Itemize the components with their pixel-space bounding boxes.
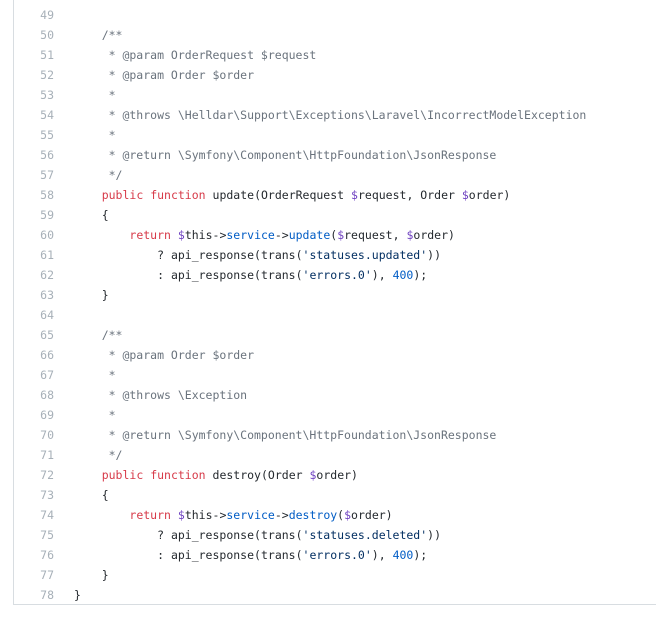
line-code: * [74,128,116,142]
line-number[interactable]: 50 [40,28,54,42]
line-code: : api_response(trans('errors.0'), 400); [74,268,428,282]
line-code: return $this->service->update($request, … [129,228,455,242]
code-line: 68 * @throws \Exception [14,385,656,405]
code-line: 53 * [14,85,656,105]
code-line: 54 * @throws \Helldar\Support\Exceptions… [14,105,656,125]
line-number[interactable]: 53 [40,88,54,102]
code-line: 71 */ [14,445,656,465]
code-line: 62 : api_response(trans('errors.0'), 400… [14,265,656,285]
code-line: 78} [14,585,656,604]
line-code: public function update(OrderRequest $req… [101,188,511,202]
line-code: * @return \Symfony\Component\HttpFoundat… [74,428,497,442]
line-number[interactable]: 56 [40,148,54,162]
line-number[interactable]: 66 [40,348,54,362]
line-code: { [74,208,109,222]
code-line: 72 public function destroy(Order $order) [14,465,656,485]
code-line: 59 { [14,205,656,225]
code-line: 73 { [14,485,656,505]
line-code: ? api_response(trans('statuses.updated')… [74,248,442,262]
code-line: 75 ? api_response(trans('statuses.delete… [14,525,656,545]
line-number[interactable]: 55 [40,128,54,142]
line-number[interactable]: 70 [40,428,54,442]
code-line: 76 : api_response(trans('errors.0'), 400… [14,545,656,565]
code-line: 63 } [14,285,656,305]
line-code: * @throws \Exception [74,388,248,402]
line-code: /** [74,328,123,342]
code-line: 50 /** [14,25,656,45]
line-code: return $this->service->destroy($order) [129,508,393,522]
line-code: */ [74,168,123,182]
line-number[interactable]: 58 [40,188,54,202]
line-code: } [74,288,109,302]
line-code: * @param Order $order [74,348,255,362]
code-line: 77 } [14,565,656,585]
code-line: 51 * @param OrderRequest $request [14,45,656,65]
line-number[interactable]: 63 [40,288,54,302]
code-line: 55 * [14,125,656,145]
line-code: { [74,488,109,502]
line-code: * @param Order $order [74,68,255,82]
code-line: 67 * [14,365,656,385]
line-code: * [74,88,116,102]
line-code: : api_response(trans('errors.0'), 400); [74,548,428,562]
code-line: 61 ? api_response(trans('statuses.update… [14,245,656,265]
code-line: 57 */ [14,165,656,185]
line-number[interactable]: 59 [40,208,54,222]
line-number[interactable]: 57 [40,168,54,182]
line-number[interactable]: 68 [40,388,54,402]
code-line: 58 public function update(OrderRequest $… [14,185,656,205]
line-code: */ [74,448,123,462]
code-line: 69 * [14,405,656,425]
line-code: ? api_response(trans('statuses.deleted')… [74,528,442,542]
line-code: * @return \Symfony\Component\HttpFoundat… [74,148,497,162]
line-number[interactable]: 67 [40,368,54,382]
code-line: 64 [14,305,656,325]
line-number[interactable]: 78 [40,588,54,602]
line-number[interactable]: 65 [40,328,54,342]
line-code: } [74,568,109,582]
line-number[interactable]: 76 [40,548,54,562]
code-line: 49 [14,5,656,25]
code-line: 70 * @return \Symfony\Component\HttpFoun… [14,425,656,445]
line-code: * [74,408,116,422]
code-line: 60 return $this->service->update($reques… [14,225,656,245]
line-number[interactable]: 75 [40,528,54,542]
line-code: } [74,588,81,602]
line-number[interactable]: 54 [40,108,54,122]
line-number[interactable]: 51 [40,48,54,62]
line-number[interactable]: 60 [40,228,54,242]
line-number[interactable]: 74 [40,508,54,522]
line-number[interactable]: 49 [40,8,54,22]
line-number[interactable]: 73 [40,488,54,502]
line-code: public function destroy(Order $order) [101,468,358,482]
line-code: * @throws \Helldar\Support\Exceptions\La… [74,108,587,122]
code-line: 52 * @param Order $order [14,65,656,85]
code-line: 56 * @return \Symfony\Component\HttpFoun… [14,145,656,165]
line-number[interactable]: 61 [40,248,54,262]
line-number[interactable]: 77 [40,568,54,582]
code-line: 66 * @param Order $order [14,345,656,365]
code-line: 65 /** [14,325,656,345]
code-line: 74 return $this->service->destroy($order… [14,505,656,525]
line-number[interactable]: 72 [40,468,54,482]
line-number[interactable]: 64 [40,308,54,322]
line-code: /** [74,28,123,42]
line-code: * [74,368,116,382]
line-code: * @param OrderRequest $request [74,48,317,62]
line-number[interactable]: 69 [40,408,54,422]
line-number[interactable]: 52 [40,68,54,82]
line-number[interactable]: 71 [40,448,54,462]
line-number[interactable]: 62 [40,268,54,282]
